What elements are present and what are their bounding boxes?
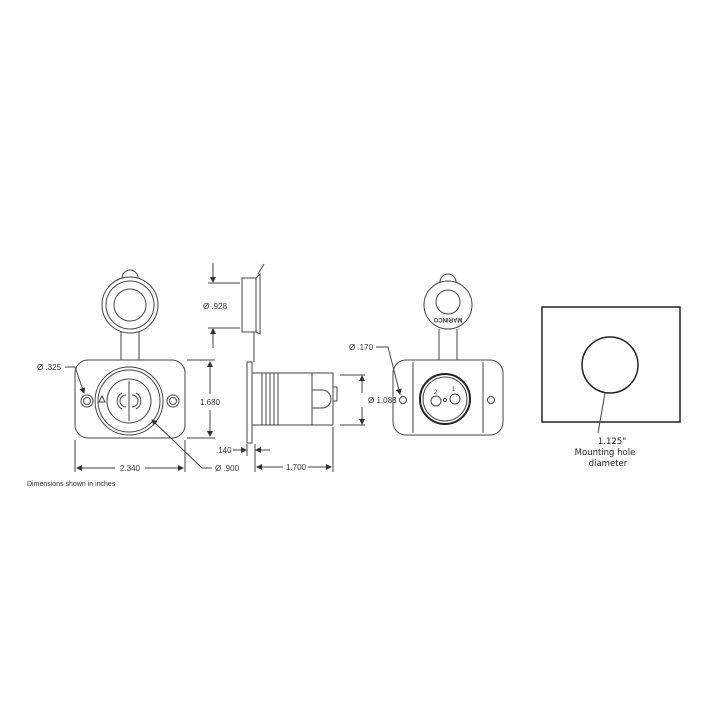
dim-width: 2.340 xyxy=(120,464,141,473)
cutout-label-2: diameter xyxy=(589,459,628,469)
side-dimensions: Ø .928 .140 1.700 xyxy=(203,263,334,472)
back-dimensions: Ø 1.088 Ø .170 xyxy=(340,343,402,426)
front-view xyxy=(74,269,186,439)
dim-cap-dia: Ø .928 xyxy=(203,302,228,311)
logo-text: MARINCO xyxy=(433,316,462,322)
mounting-cutout: 1.125" Mounting hole diameter xyxy=(541,306,681,469)
pin-label-2: 2 xyxy=(434,390,438,396)
cutout-value: 1.125" xyxy=(598,437,626,447)
dim-depth: 1.700 xyxy=(286,463,307,472)
cutout-label-1: Mounting hole xyxy=(575,448,636,458)
back-view: MARINCO 2 1 xyxy=(392,273,504,436)
dim-socket-dia: Ø .900 xyxy=(215,464,240,473)
dim-body-dia: Ø 1.088 xyxy=(368,396,397,405)
dim-hole-front: Ø .325 xyxy=(37,363,62,372)
front-dimensions: 1.680 2.340 Ø .325 Ø .900 Dimensions sho… xyxy=(27,359,240,488)
dim-flange: .140 xyxy=(216,446,232,455)
dim-height: 1.680 xyxy=(200,398,221,407)
side-view xyxy=(241,263,338,444)
pin-label-1: 1 xyxy=(452,387,456,393)
dim-hole-back: Ø .170 xyxy=(349,343,374,352)
units-note: Dimensions shown in inches xyxy=(27,481,116,488)
